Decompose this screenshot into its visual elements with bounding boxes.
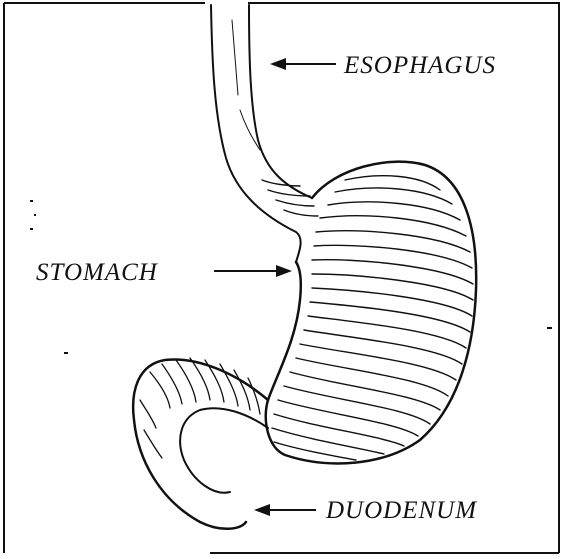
- stomach-outline: [266, 162, 476, 464]
- esophagus-arrow: [270, 58, 336, 70]
- duodenum-shading: [140, 358, 260, 458]
- duodenum-label: DUODENUM: [325, 497, 477, 524]
- duodenum-inner: [180, 408, 268, 492]
- esophagus-tube-inner: [249, 5, 312, 198]
- stomach-label: STOMACH: [36, 259, 159, 286]
- esophagus-label: ESOPHAGUS: [343, 52, 496, 79]
- stomach-illustration: [133, 5, 476, 529]
- stomach-arrow: [214, 265, 292, 277]
- duodenum-arrow: [254, 504, 316, 516]
